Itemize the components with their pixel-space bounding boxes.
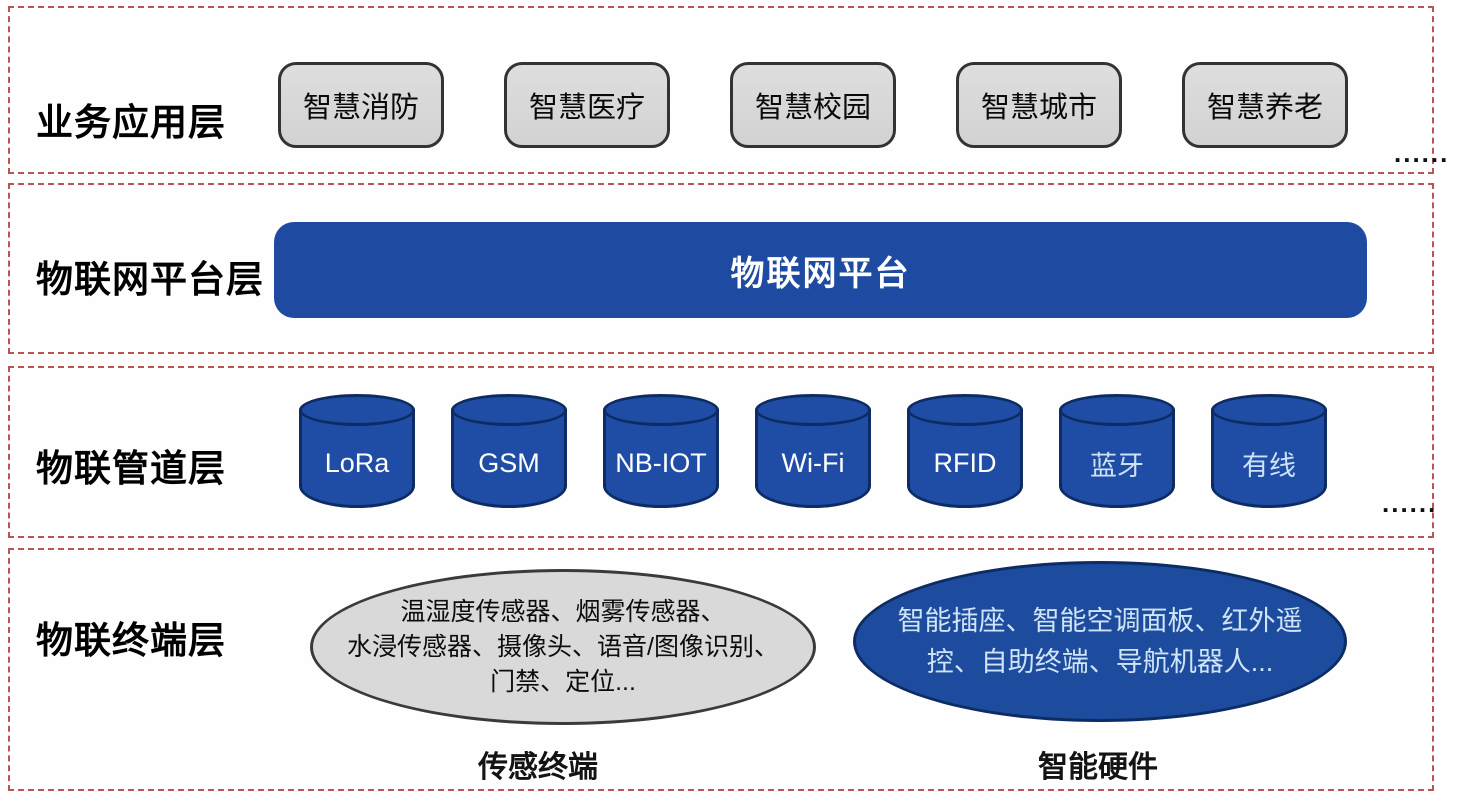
cylinder-label: 有线 <box>1242 450 1296 481</box>
cylinder-nbiot: NB-IOT <box>603 394 719 508</box>
cylinder-label: RFID <box>933 447 997 478</box>
app-box-smart-eldercare: 智慧养老 <box>1182 62 1348 148</box>
cylinder-wired: 有线 <box>1211 394 1327 508</box>
cylinder-lora: LoRa <box>299 394 415 508</box>
cylinder-label: LoRa <box>324 447 390 478</box>
channel-cylinder-row: LoRa GSM NB-IOT Wi-Fi RFID <box>299 394 1327 508</box>
cylinder-bluetooth: 蓝牙 <box>1059 394 1175 508</box>
smart-hardware-caption: 智能硬件 <box>1038 751 1158 784</box>
platform-layer-section: 物联网平台层 物联网平台 <box>8 183 1434 354</box>
cylinder-top <box>299 394 415 426</box>
cylinder-top <box>907 394 1023 426</box>
platform-layer-label: 物联网平台层 <box>36 259 264 300</box>
cylinder-label: 蓝牙 <box>1090 450 1144 481</box>
app-box-smart-fire: 智慧消防 <box>278 62 444 148</box>
app-box-smart-city: 智慧城市 <box>956 62 1122 148</box>
smart-hardware-ellipse: 智能插座、智能空调面板、红外遥 控、自助终端、导航机器人... <box>853 561 1347 722</box>
cylinder-top <box>451 394 567 426</box>
iot-platform-bar: 物联网平台 <box>274 222 1367 318</box>
cylinder-top <box>603 394 719 426</box>
channel-ellipsis: ...... <box>1382 488 1438 518</box>
cylinder-top <box>1059 394 1175 426</box>
cylinder-label: GSM <box>478 447 540 478</box>
cylinder-top <box>1211 394 1327 426</box>
app-box-smart-medical: 智慧医疗 <box>504 62 670 148</box>
cylinder-label: NB-IOT <box>615 447 707 478</box>
cylinder-label: Wi-Fi <box>781 447 845 478</box>
application-layer-label: 业务应用层 <box>36 102 226 143</box>
sensor-terminal-caption: 传感终端 <box>478 751 598 784</box>
terminal-layer-section: 物联终端层 温湿度传感器、烟雾传感器、 水浸传感器、摄像头、语音/图像识别、 门… <box>8 548 1434 791</box>
cylinder-body <box>907 409 1023 508</box>
application-box-row: 智慧消防 智慧医疗 智慧校园 智慧城市 智慧养老 <box>278 62 1348 148</box>
application-ellipsis: ...... <box>1394 138 1450 168</box>
cylinder-wifi: Wi-Fi <box>755 394 871 508</box>
sensor-terminal-ellipse: 温湿度传感器、烟雾传感器、 水浸传感器、摄像头、语音/图像识别、 门禁、定位..… <box>310 569 816 725</box>
application-layer-section: 业务应用层 智慧消防 智慧医疗 智慧校园 智慧城市 智慧养老 ...... <box>8 6 1447 174</box>
cylinder-rfid: RFID <box>907 394 1023 508</box>
channel-layer-section: 物联管道层 LoRa GSM NB-IOT Wi-Fi <box>8 366 1438 538</box>
cylinder-top <box>755 394 871 426</box>
app-box-smart-campus: 智慧校园 <box>730 62 896 148</box>
cylinder-gsm: GSM <box>451 394 567 508</box>
terminal-layer-label: 物联终端层 <box>36 620 226 661</box>
channel-layer-label: 物联管道层 <box>36 448 226 489</box>
